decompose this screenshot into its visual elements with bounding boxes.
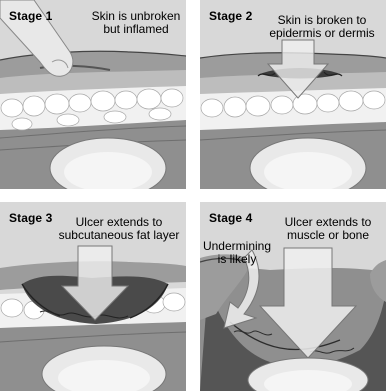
stage-1-panel: Stage 1 Skin is unbroken but inflamed [0, 0, 186, 189]
stage-1-description-line-2: but inflamed [88, 23, 184, 36]
stage-4-panel: Stage 4 Ulcer extends to muscle or bone … [200, 202, 386, 391]
stage-3-description: Ulcer extends to subcutaneous fat layer [54, 216, 184, 242]
stage-4-label: Stage 4 [209, 211, 252, 225]
stage-2-panel: Stage 2 Skin is broken to epidermis or d… [200, 0, 386, 189]
stage-2-description: Skin is broken to epidermis or dermis [260, 14, 384, 40]
stage-2-label: Stage 2 [209, 9, 252, 23]
stage-4-undermining-note: Undermining is likely [202, 240, 272, 266]
stage-3-label: Stage 3 [9, 211, 52, 225]
stage-2-description-line-2: epidermis or dermis [260, 27, 384, 40]
stage-3-description-line-2: subcutaneous fat layer [54, 229, 184, 242]
stage-4-description: Ulcer extends to muscle or bone [272, 216, 384, 242]
stage-4-description-line-2: muscle or bone [272, 229, 384, 242]
stage-3-panel: Stage 3 Ulcer extends to subcutaneous fa… [0, 202, 186, 391]
stage-1-description: Skin is unbroken but inflamed [88, 10, 184, 36]
stage-1-label: Stage 1 [9, 9, 52, 23]
stage-4-note-line-2: is likely [202, 253, 272, 266]
